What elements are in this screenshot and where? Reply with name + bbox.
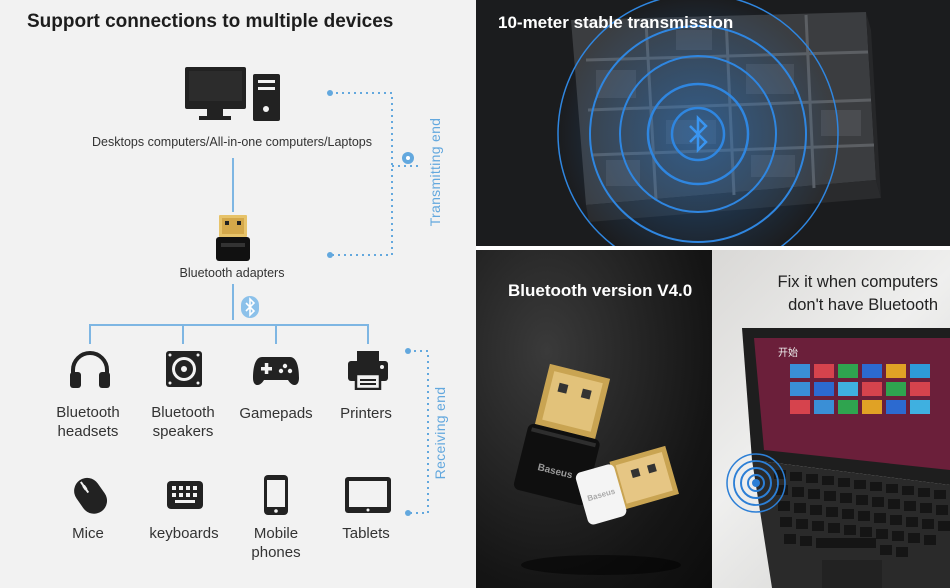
connections-panel: Support connections to multiple devices [0,0,476,588]
panel-title: Support connections to multiple devices [27,11,394,32]
adapter-label: Bluetooth adapters [179,266,285,280]
device-label-gamepads: Gamepads [239,405,313,422]
mouse-icon [74,477,108,514]
device-label-headsets: Bluetooth headsets [38,403,138,441]
laptop-title-line1: Fix it when computers [777,273,938,291]
range-panel: 10-meter stable transmission [476,0,950,246]
version-title: Bluetooth version V4.0 [508,281,693,300]
device-label-line: headsets [57,423,119,440]
computer-label: Desktops computers/All-in-one computers/… [92,135,372,149]
device-label-printers: Printers [340,405,392,422]
version-panel: Bluetooth version V4.0 Baseus Baseus [476,250,712,588]
device-label-line: speakers [152,423,214,440]
device-label-tablets: Tablets [342,525,390,542]
headset-icon [70,351,110,388]
speaker-icon [166,351,202,387]
printer-icon [348,351,388,390]
bluetooth-icon [241,296,259,318]
gamepad-icon [253,357,299,386]
laptop-panel: Fix it when computers don't have Bluetoo… [712,250,950,588]
phone-icon [264,475,288,515]
device-label-line: Mobile [253,525,299,542]
usb-dongles-illustration: Baseus Baseus [513,363,681,575]
device-label-phones: Mobile phones [226,524,326,562]
tablet-icon [345,477,391,513]
laptop-illustration: 开始 [726,328,950,588]
keyboard-icon [167,481,203,509]
connector-lines [89,90,429,516]
floorplan-illustration [557,0,881,246]
laptop-title: Fix it when computers don't have Bluetoo… [712,271,938,317]
receiving-end-label: Receiving end [432,386,448,480]
screen-start-text: 开始 [778,346,798,359]
usb-adapter-icon [216,215,250,261]
device-label-mice: Mice [72,525,104,542]
device-label-line: Bluetooth [56,404,120,421]
device-label-speakers: Bluetooth speakers [133,403,233,441]
device-label-line: phones [251,544,301,561]
range-title: 10-meter stable transmission [498,13,734,32]
desktop-computer-icon [185,67,280,121]
device-label-line: Bluetooth [151,404,215,421]
device-label-keyboards: keyboards [149,525,219,542]
transmitting-end-label: Transmitting end [427,117,443,227]
laptop-title-line2: don't have Bluetooth [788,296,938,314]
